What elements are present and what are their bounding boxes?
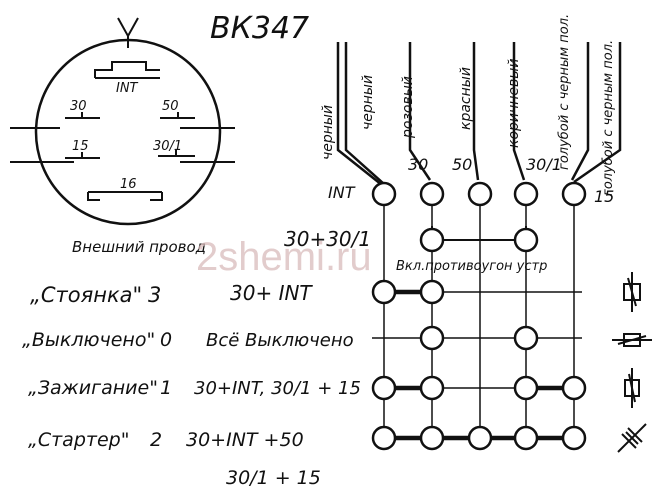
contact-ignition-15 bbox=[561, 375, 587, 401]
position-number-off: 0 bbox=[160, 329, 172, 351]
key-symbol bbox=[117, 17, 139, 48]
position-number-starter: 2 bbox=[150, 429, 162, 451]
position-circuit-starter-2: 30/1 + 15 bbox=[226, 467, 321, 489]
contact-ignition-30 bbox=[419, 375, 445, 401]
bridge-row bbox=[431, 226, 527, 241]
connector-body bbox=[34, 38, 222, 226]
wire-lead-2 bbox=[344, 42, 385, 185]
position-name-parking: „Стоянка" bbox=[30, 283, 142, 307]
position-circuit-parking: 30+ INT bbox=[230, 281, 313, 305]
key-symbol-off bbox=[612, 333, 652, 347]
pin-16 bbox=[87, 191, 163, 201]
pin-30-1 bbox=[158, 150, 195, 157]
connector-caption: Внешний провод bbox=[72, 238, 206, 256]
contact-starter-50 bbox=[467, 425, 493, 451]
position-circuit-ignition: 30+INT, 30/1 + 15 bbox=[194, 378, 361, 399]
position-circuit-starter: 30+INT +50 bbox=[186, 429, 304, 451]
position-circuit-off: Всё Выключено bbox=[206, 330, 354, 351]
wire-lead-1 bbox=[336, 42, 383, 186]
position-name-off: „Выключено" bbox=[22, 329, 155, 351]
contact-circles bbox=[371, 181, 587, 451]
contact-ignition-int bbox=[371, 375, 397, 401]
column-label-50: 50 bbox=[452, 155, 472, 174]
contact-parking-int bbox=[371, 279, 397, 305]
pin-15 bbox=[65, 152, 100, 159]
contact-ignition-30-1 bbox=[513, 375, 539, 401]
key-symbol-parking bbox=[623, 272, 641, 312]
wire-label-4: красный bbox=[458, 67, 474, 130]
terminal-circle-15 bbox=[561, 181, 587, 207]
contact-links bbox=[395, 289, 563, 441]
column-label-15: 15 bbox=[594, 187, 614, 206]
key-symbol-ignition bbox=[624, 368, 640, 408]
diagram-title: ВК347 bbox=[210, 11, 309, 46]
wire-lead-6 bbox=[570, 42, 590, 181]
column-label-30-1: 30/1 bbox=[526, 155, 562, 174]
wire-lead-7 bbox=[573, 42, 622, 184]
terminal-circle-30-1 bbox=[513, 181, 539, 207]
contact-starter-15 bbox=[561, 425, 587, 451]
key-symbol-starter bbox=[617, 423, 647, 453]
key-position-symbols bbox=[612, 272, 652, 453]
wire-label-6: голубой с черным пол. bbox=[557, 14, 572, 170]
contact-parking-30 bbox=[419, 279, 445, 305]
contact-off-30-1 bbox=[513, 325, 539, 351]
bridge-contact-30-1 bbox=[513, 227, 539, 253]
wire-label-1: черный bbox=[320, 105, 336, 160]
position-name-starter: „Стартер" bbox=[28, 429, 129, 451]
bridge-link bbox=[431, 226, 527, 241]
position-name-ignition: „Зажигание" bbox=[28, 377, 158, 399]
contact-starter-30-1 bbox=[513, 425, 539, 451]
wire-label-3: розовый bbox=[400, 76, 416, 139]
pin-30 bbox=[65, 112, 100, 119]
terminal-circle-50 bbox=[467, 181, 493, 207]
external-wires bbox=[10, 127, 235, 163]
column-label-30: 30 bbox=[408, 155, 428, 174]
pin-50 bbox=[160, 112, 195, 119]
position-number-parking: 3 bbox=[148, 283, 161, 307]
bridge-contact-30 bbox=[419, 227, 445, 253]
terminal-50-label: 50 bbox=[162, 99, 179, 114]
grid-columns bbox=[383, 194, 575, 440]
terminal-int-label: INT bbox=[116, 81, 139, 96]
wire-label-7: голубой с черным пол. bbox=[601, 40, 616, 196]
wire-lead-4 bbox=[472, 42, 480, 181]
terminal-30-1-label: 30/1 bbox=[153, 139, 182, 154]
wire-label-2: черный bbox=[360, 75, 376, 130]
terminal-circle-int bbox=[371, 181, 397, 207]
contact-starter-int bbox=[371, 425, 397, 451]
wire-leads bbox=[336, 42, 622, 186]
wire-lead-5 bbox=[512, 42, 526, 181]
terminal-15-label: 15 bbox=[72, 139, 89, 154]
watermark: 2shemi.ru bbox=[196, 235, 372, 279]
bridge-label: 30+30/1 bbox=[284, 227, 371, 251]
terminal-16-label: 16 bbox=[120, 177, 137, 192]
bridge-note: Вкл.противоугон устр bbox=[396, 259, 547, 274]
position-number-ignition: 1 bbox=[160, 377, 172, 399]
pin-int bbox=[94, 61, 160, 79]
grid-rows bbox=[372, 291, 582, 439]
contact-starter-30 bbox=[419, 425, 445, 451]
switch-grid bbox=[372, 194, 582, 440]
column-label-int: INT bbox=[328, 183, 356, 202]
contact-off-30 bbox=[419, 325, 445, 351]
wire-lead-3 bbox=[408, 42, 432, 181]
terminal-circle-30 bbox=[419, 181, 445, 207]
terminal-30-label: 30 bbox=[70, 99, 87, 114]
connector-drawing bbox=[10, 17, 235, 226]
